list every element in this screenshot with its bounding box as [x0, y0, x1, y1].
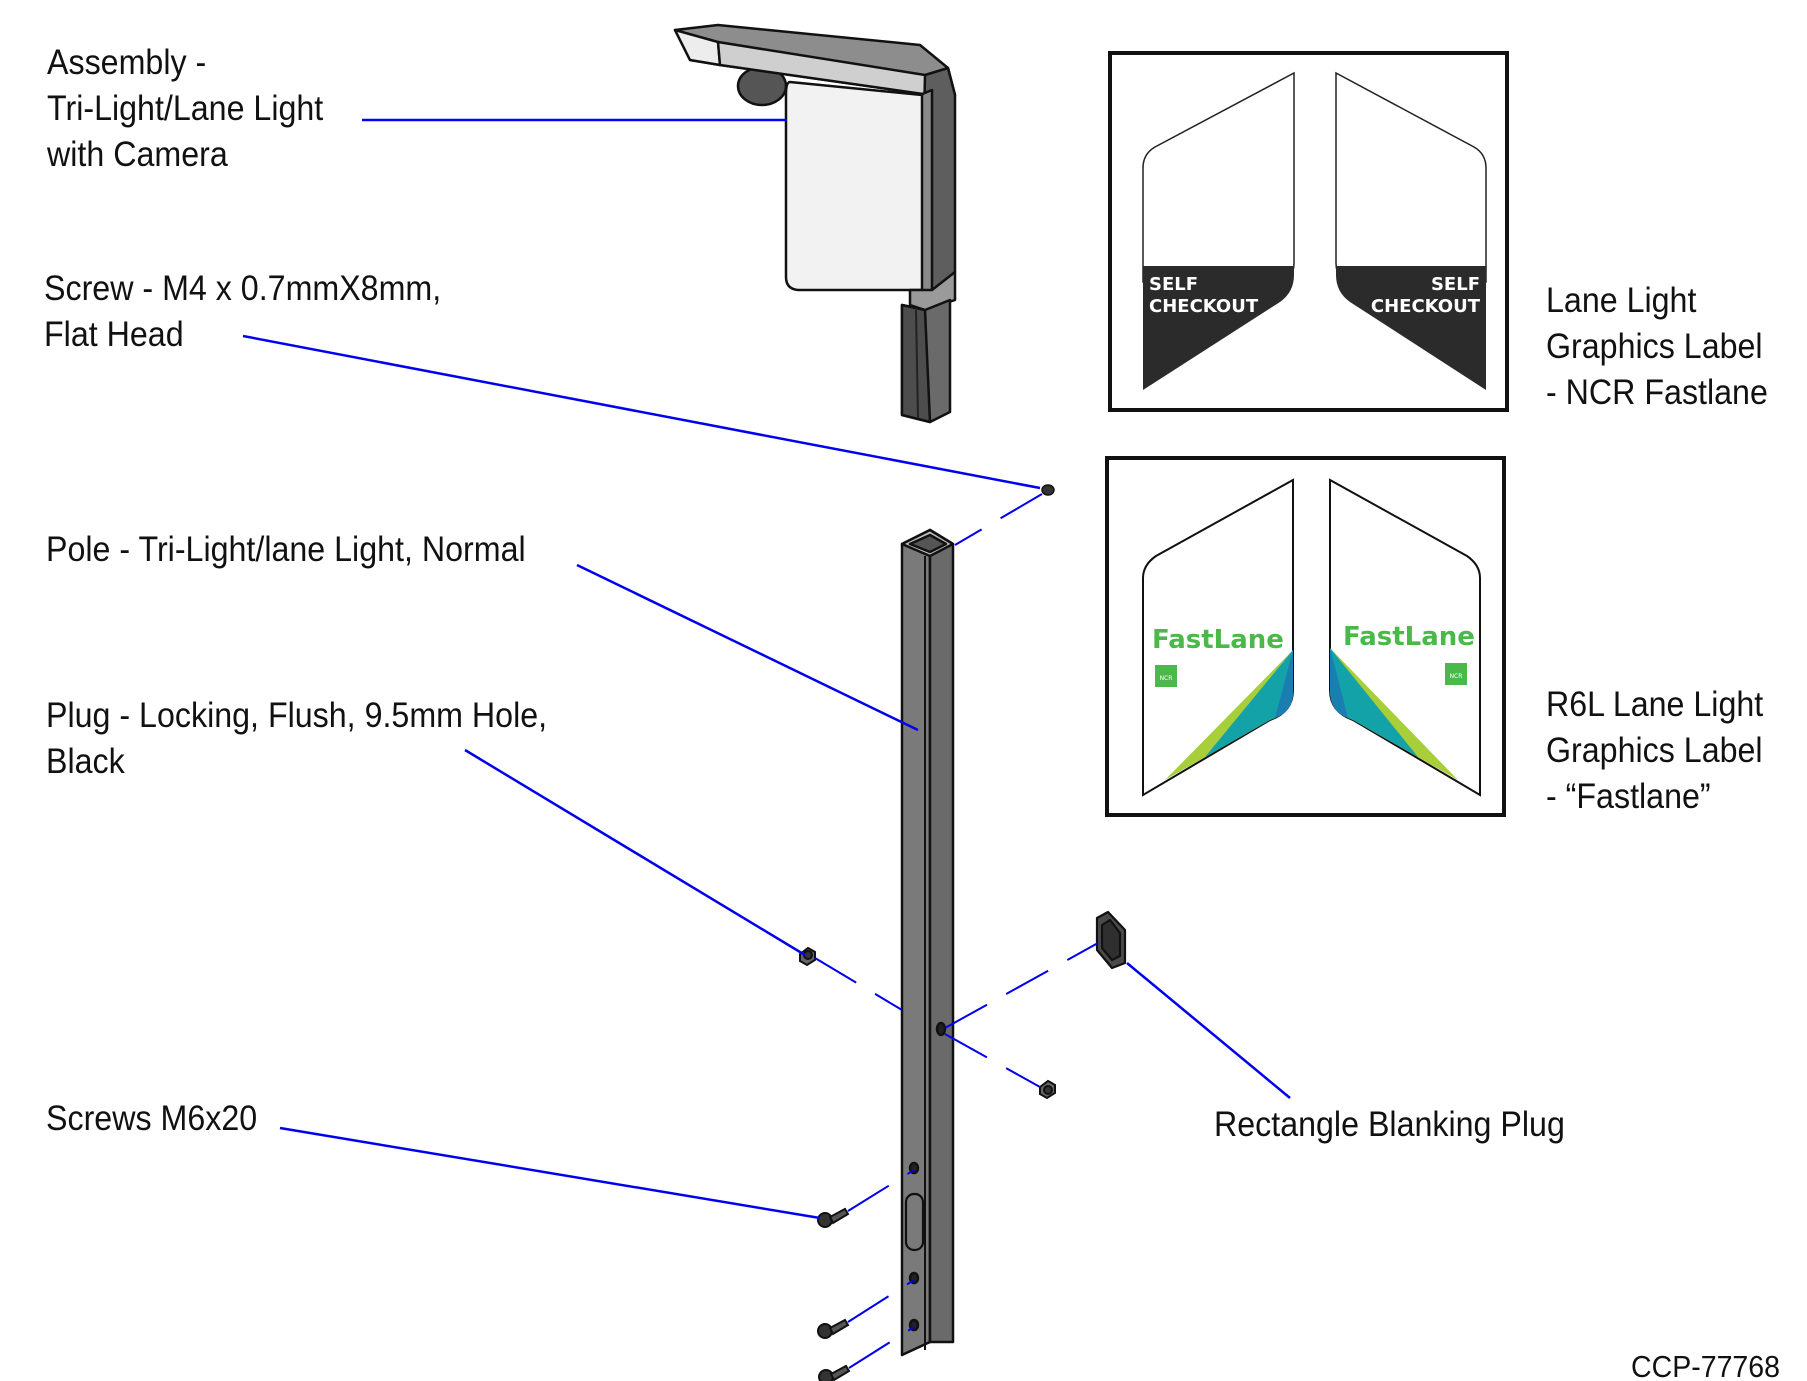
callout-screws-m6-line-1: Screws M6x20	[46, 1099, 258, 1138]
left-fastlane-brand: FastLane	[1152, 625, 1284, 655]
right-self-label: SELF	[1431, 274, 1480, 295]
callout-assembly-line-1: Assembly -	[47, 43, 207, 82]
m4-screw-icon	[1041, 484, 1055, 496]
callout-ncr-label-line-2: Graphics Label	[1546, 327, 1763, 366]
pole	[900, 528, 955, 1357]
leader-screw-m4	[242, 334, 1041, 490]
callout-assembly: Assembly - Tri-Light/Lane Light with Cam…	[47, 40, 323, 178]
callout-assembly-line-3: with Camera	[47, 135, 228, 174]
leader-lines	[242, 118, 1291, 1220]
leader-pole	[576, 563, 919, 732]
callout-pole-line-1: Pole - Tri-Light/lane Light, Normal	[46, 530, 526, 569]
locking-plug-icon-2	[1039, 1079, 1056, 1100]
right-checkout-label: CHECKOUT	[1371, 296, 1481, 317]
callout-r6l-label-line-3: - “Fastlane”	[1546, 777, 1711, 816]
callout-ncr-label-line-3: - NCR Fastlane	[1546, 373, 1768, 412]
figure-id: CCP-77768	[1631, 1349, 1781, 1381]
callout-plug: Plug - Locking, Flush, 9.5mm Hole, Black	[46, 693, 547, 785]
callout-screw-m4-line-2: Flat Head	[44, 315, 184, 354]
callout-ncr-label: Lane Light Graphics Label - NCR Fastlane	[1546, 278, 1768, 416]
leader-blanking-plug	[1126, 962, 1291, 1099]
r6l-fastlane-label-panel: FastLane FastLane NCR NCR	[1105, 456, 1506, 817]
callout-r6l-label-line-1: R6L Lane Light	[1546, 685, 1764, 724]
locking-plug-icon	[799, 946, 816, 967]
right-ncr-logo-icon	[1445, 663, 1467, 685]
m6-screw-icon	[817, 1207, 851, 1381]
rectangle-blanking-plug-icon	[1095, 910, 1127, 970]
ncr-fastlane-label-panel: SELF CHECKOUT SELF CHECKOUT	[1108, 51, 1509, 412]
left-ncr-logo-icon	[1155, 665, 1177, 687]
left-ncr-logo-text: NCR	[1160, 675, 1173, 682]
callout-plug-line-2: Black	[46, 742, 125, 781]
callout-r6l-label-line-2: Graphics Label	[1546, 731, 1763, 770]
tri-light-assembly	[673, 23, 957, 424]
callout-pole: Pole - Tri-Light/lane Light, Normal	[46, 527, 526, 573]
leader-plug	[464, 748, 806, 957]
assembly-guide-lines	[814, 493, 1099, 1369]
callout-ncr-label-line-1: Lane Light	[1546, 281, 1697, 320]
callout-screws-m6: Screws M6x20	[46, 1096, 257, 1142]
leader-screws-m6	[279, 1126, 821, 1220]
callout-assembly-line-2: Tri-Light/Lane Light	[47, 89, 324, 128]
left-self-label: SELF	[1149, 274, 1198, 295]
callout-screw-m4-line-1: Screw - M4 x 0.7mmX8mm,	[44, 269, 442, 308]
callout-r6l-label: R6L Lane Light Graphics Label - “Fastlan…	[1546, 682, 1763, 820]
callout-plug-line-1: Plug - Locking, Flush, 9.5mm Hole,	[46, 696, 548, 735]
callout-blanking-plug-line-1: Rectangle Blanking Plug	[1214, 1105, 1565, 1144]
right-fastlane-brand: FastLane	[1343, 622, 1475, 652]
callout-screw-m4: Screw - M4 x 0.7mmX8mm, Flat Head	[44, 266, 441, 358]
callout-blanking-plug: Rectangle Blanking Plug	[1214, 1102, 1565, 1148]
right-ncr-logo-text: NCR	[1450, 673, 1463, 680]
plug-hole	[935, 1021, 947, 1037]
left-checkout-label: CHECKOUT	[1149, 296, 1259, 317]
